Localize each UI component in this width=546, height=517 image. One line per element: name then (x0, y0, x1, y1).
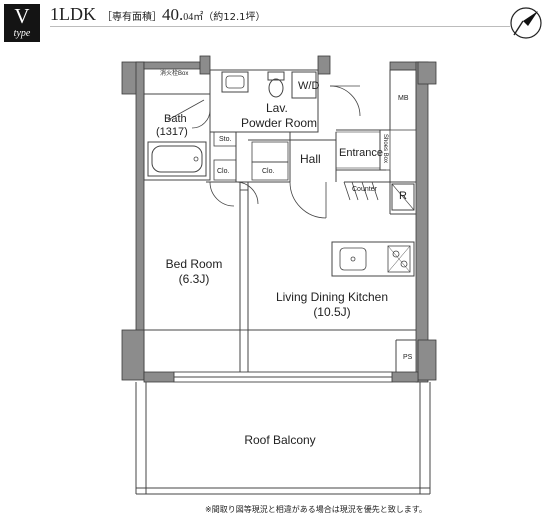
layout-type: 1LDK (50, 4, 96, 24)
bath-size-label: (1317) (156, 126, 188, 138)
entrance-label: Entrance (339, 147, 384, 159)
bath-label: Bath (164, 113, 187, 125)
wd-label: W/D (298, 80, 320, 92)
type-badge: V type (4, 4, 40, 42)
wd-box (291, 71, 317, 99)
counter-label: Counter (352, 186, 377, 193)
door-swings (191, 85, 379, 219)
shoes-box-label: Shoes Box (382, 134, 388, 164)
ldk-label: Living Dining Kitchen (275, 290, 389, 304)
type-letter: V (14, 4, 30, 28)
mb-room (389, 69, 417, 131)
mb-label: MB (398, 95, 409, 102)
roof-balcony-outline (135, 382, 431, 495)
footer-note: ※間取り図等現況と相違がある場合は現況を優先と致します。 (205, 505, 427, 514)
powder-room-label: Powder Room (241, 116, 318, 130)
north-arrow-icon (510, 7, 542, 39)
area-tsubo: （約12.1坪） (203, 12, 266, 23)
closets (213, 131, 289, 181)
refrigerator-label: R (399, 190, 407, 202)
closet-left-label: Clo. (217, 168, 230, 175)
ldk-size-label: (10.5J) (313, 305, 351, 319)
structural-walls (121, 55, 437, 383)
kitchen-counter (331, 241, 415, 277)
lav-label: Lav. (266, 101, 288, 115)
entrance-floor (335, 131, 381, 169)
type-word: type (13, 28, 31, 39)
shower-divider (167, 99, 205, 121)
roof-balcony-label: Roof Balcony (244, 433, 316, 447)
area-integer: 40. (162, 5, 184, 24)
area-decimal: 04㎡ (183, 12, 204, 23)
plan-header: 1LDK ［専有面積］40.04㎡（約12.1坪） (50, 4, 266, 24)
header-rule (50, 26, 510, 27)
refrigerator-box (391, 183, 415, 211)
bed-room-label: Bed Room (165, 257, 223, 271)
sink-icon (221, 71, 249, 93)
bathtub-icon (147, 141, 207, 177)
ps-label: PS (403, 354, 413, 361)
hall-label: Hall (300, 152, 321, 166)
closet-right-label: Clo. (262, 168, 275, 175)
fire-hydrant-box-label: 消火栓Box (160, 71, 189, 77)
bed-room-size-label: (6.3J) (178, 272, 210, 286)
stove-icon (387, 245, 411, 273)
windows (173, 189, 393, 383)
storage-label: Sto. (219, 136, 232, 143)
toilet-icon (267, 71, 285, 98)
area-label: ［専有面積］ (102, 12, 162, 23)
